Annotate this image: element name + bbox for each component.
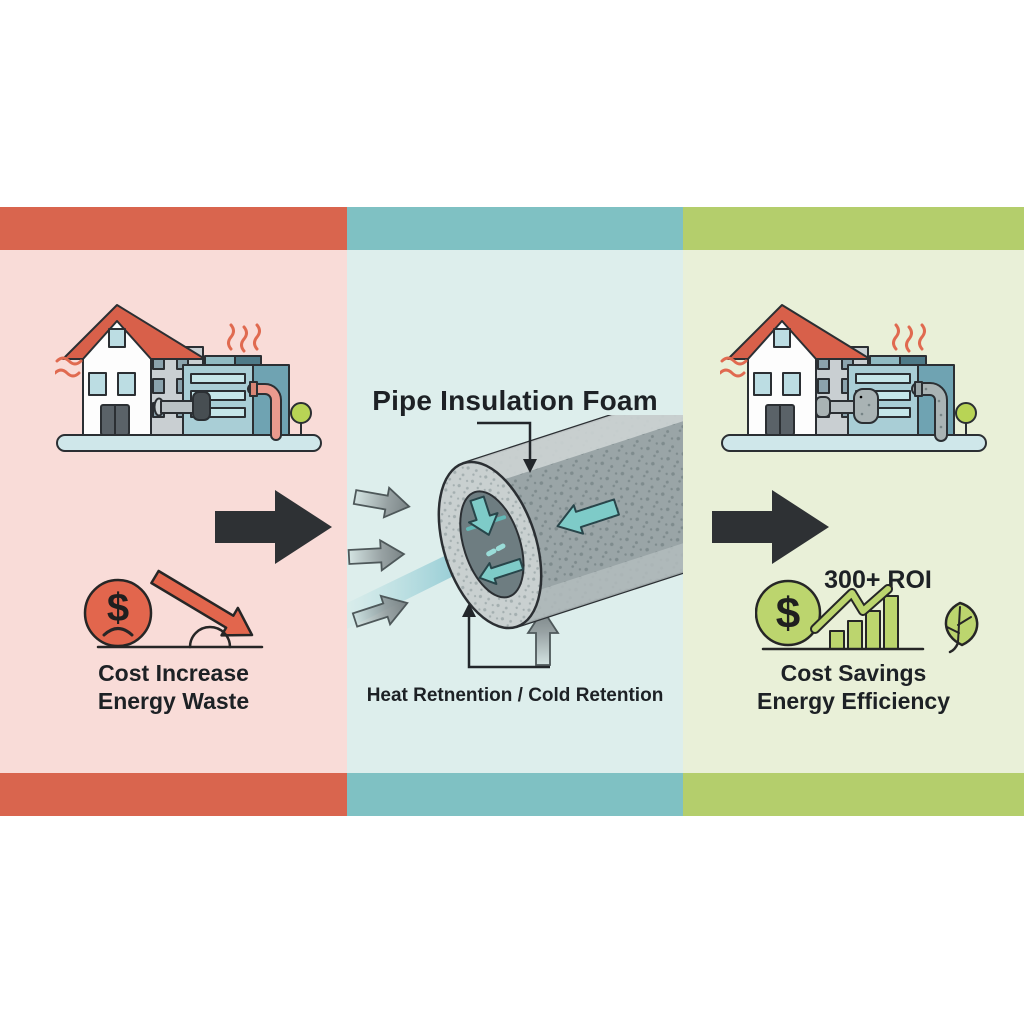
pipe-cylinder <box>437 415 683 630</box>
problem-bottom-accent-bar <box>0 773 347 816</box>
benefit-bottom-accent-bar <box>683 773 1024 816</box>
retention-arrow-down <box>467 495 499 536</box>
panel-problem: $ Cost Increase Energy Waste <box>0 207 347 816</box>
insulated-pipe-wrap <box>815 381 948 442</box>
retention-arrow-left <box>478 557 525 585</box>
arc-bump <box>188 625 232 649</box>
problem-caption-line1: Cost Increase <box>98 660 249 686</box>
leader-arrowhead-up <box>462 603 476 617</box>
dollar-sign: $ <box>107 586 129 630</box>
retention-arrow-body <box>556 498 620 535</box>
leaf-icon <box>944 601 979 654</box>
panel-solution: Pipe Insulation Foam <box>347 207 683 816</box>
bare-pipe <box>192 381 282 441</box>
dollar-sign: $ <box>776 589 800 638</box>
problem-top-accent-bar <box>0 207 347 250</box>
roi-growth-icon: $ <box>755 579 979 654</box>
arrow-right-icon <box>712 490 829 564</box>
benefit-caption-line2: Energy Efficiency <box>756 687 951 714</box>
solution-bottom-accent-bar <box>347 773 683 816</box>
problem-caption: Cost Increase Energy Waste <box>0 660 347 715</box>
three-step-panels: $ Cost Increase Energy Waste Pipe Insula… <box>0 207 1024 816</box>
benefit-caption: Cost Savings Energy Efficiency <box>683 660 1024 715</box>
panel-benefit: 300+ ROI $ <box>683 207 1024 816</box>
frown-icon <box>102 627 134 637</box>
trend-line <box>812 586 891 632</box>
uninsulated-buildings-illustration <box>55 303 323 453</box>
leader-arrowhead-down <box>523 459 537 473</box>
dollar-coin-icon <box>755 579 822 647</box>
roi-label: 300+ ROI <box>824 566 932 594</box>
insulated-buildings-illustration <box>720 303 988 453</box>
problem-caption-line2: Energy Waste <box>97 687 250 714</box>
solution-title: Pipe Insulation Foam <box>372 385 658 416</box>
benefit-caption-line1: Cost Savings <box>780 660 927 686</box>
solution-top-accent-bar <box>347 207 683 250</box>
cost-increase-icon: $ <box>83 569 264 649</box>
insulated-pipe-illustration <box>347 415 683 669</box>
leader-lines <box>467 421 550 669</box>
benefit-top-accent-bar <box>683 207 1024 250</box>
solution-caption: Heat Retnention / Cold Retention <box>366 685 664 706</box>
declining-trend-arrow-icon <box>150 569 254 637</box>
